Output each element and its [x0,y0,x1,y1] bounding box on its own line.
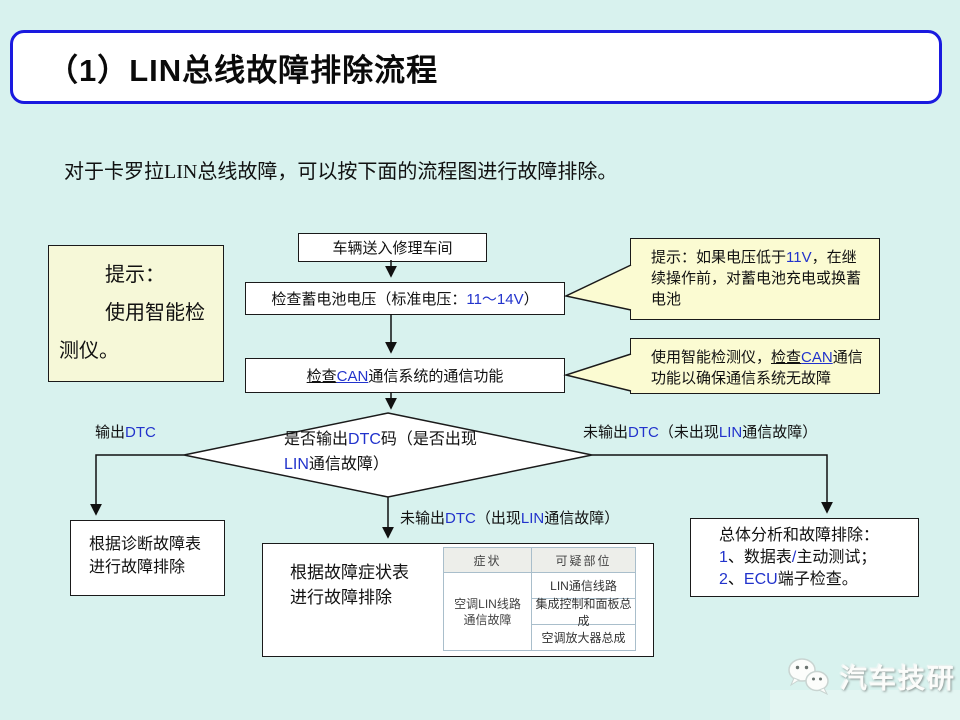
callout-can-tip: 使用智能检测仪，检查CAN通信功能以确保通信系统无故障 [630,338,880,394]
tip-note-line: 测仪。 [59,340,119,362]
suspect-cell: 集成控制和面板总成 [532,597,636,628]
voltage-range-value: 11～14V [466,291,524,308]
symptom-table-header: 症状 [444,548,532,573]
callout1-pointer [563,264,632,311]
branch-label-no-dtc-no-fault: 未输出DTC（未出现LIN通信故障） [583,424,818,441]
brand-text: 汽车技研 [840,663,956,694]
callout-battery-tip: 提示：如果电压低于11V，在继续操作前，对蓄电池充电或换蓄电池 [630,238,880,320]
symptom-box-label: 根据故障症状表 进行故障排除 [290,563,409,607]
flow-step-battery-check: 检查蓄电池电压（标准电压：11～14V） [245,282,565,315]
watermark-shade [770,690,960,720]
suspect-cell: 空调放大器总成 [532,625,636,651]
flow-step-can-check: 检查CAN通信系统的通信功能 [245,358,565,393]
symptom-table: 症状 可疑部位 空调LIN线路 通信故障 LIN通信线路 集成控制和面板总成 空… [443,547,636,651]
decision-text: 是否输出DTC码（是否出现 LIN通信故障） [284,431,477,473]
low-voltage-value: 11V [786,249,812,266]
flow-step-vehicle-intake: 车辆送入修理车间 [298,233,487,262]
wechat-icon [788,658,829,696]
flow-box-dtc-table: 根据诊断故障表 进行故障排除 [70,520,225,596]
tip-note-line: 提示： [105,264,165,286]
watermark: 汽车技研 [786,656,956,696]
branch-label-no-dtc-fault: 未输出DTC（出现LIN通信故障） [400,510,620,527]
flow-box-overall-analysis: 总体分析和故障排除： 1、数据表/主动测试； 2、ECU端子检查。 [690,518,919,597]
tip-note-line: 使用智能检 [105,302,205,324]
branch-label-dtc-output: 输出DTC [95,424,156,441]
callout2-pointer [563,353,632,392]
suspect-cell: LIN通信线路 [532,573,636,599]
connector-decision-leftbox [90,454,184,516]
symptom-table-header: 可疑部位 [532,548,636,573]
intro-text: 对于卡罗拉LIN总线故障，可以按下面的流程图进行故障排除。 [64,161,618,183]
page-title: （1）LIN总线故障排除流程 [47,52,439,88]
connector-decision-rightbox [592,454,833,514]
slide-title-bar: （1）LIN总线故障排除流程 [10,30,942,104]
tip-note-box: 提示： 使用智能检 测仪。 [48,245,224,382]
symptom-cell: 空调LIN线路 通信故障 [444,573,532,651]
